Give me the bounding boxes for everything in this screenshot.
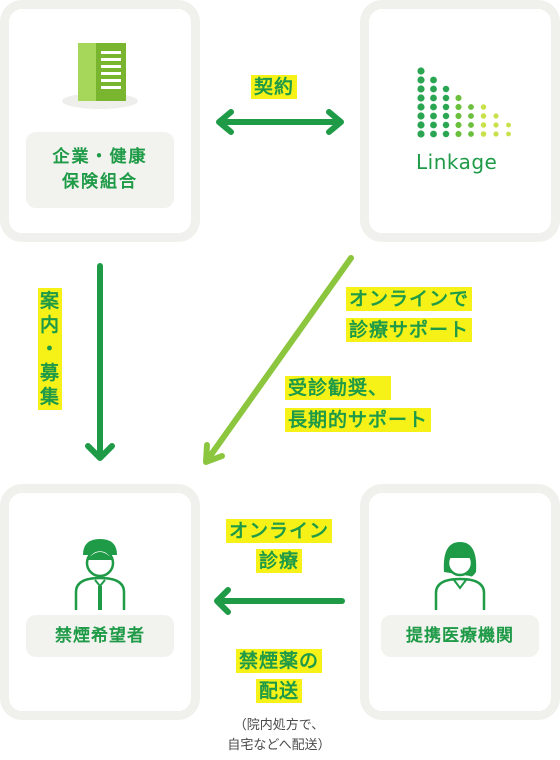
guide-label: 案 内 ・ 募 集 [38, 288, 62, 410]
guide-arrow [85, 263, 115, 461]
smoker-node [0, 484, 200, 720]
provider-label: 提携医療機関 [381, 615, 539, 657]
company-label-line1: 企業・健康 [52, 147, 148, 167]
delivery-note: （院内処方で、 自宅などへ配送） [227, 718, 331, 753]
provider-node [360, 484, 560, 720]
delivery-label: 禁煙薬の 配送 [216, 646, 342, 706]
long-support-label: 受診勧奨、 長期的サポート [285, 372, 432, 436]
consult-arrow [214, 587, 345, 615]
contract-label: 契約 [251, 72, 298, 99]
linkage-logo-text: Linkage [416, 150, 498, 174]
smoker-label: 禁煙希望者 [26, 615, 174, 657]
contract-arrow [216, 109, 344, 135]
company-label: 企業・健康 保険組合 [26, 132, 174, 208]
online-support-label: オンラインで 診療サポート [346, 284, 473, 346]
linkage-node [360, 0, 560, 242]
online-consult-label: オンライン 診療 [216, 516, 342, 576]
company-label-line2: 保険組合 [62, 172, 138, 192]
